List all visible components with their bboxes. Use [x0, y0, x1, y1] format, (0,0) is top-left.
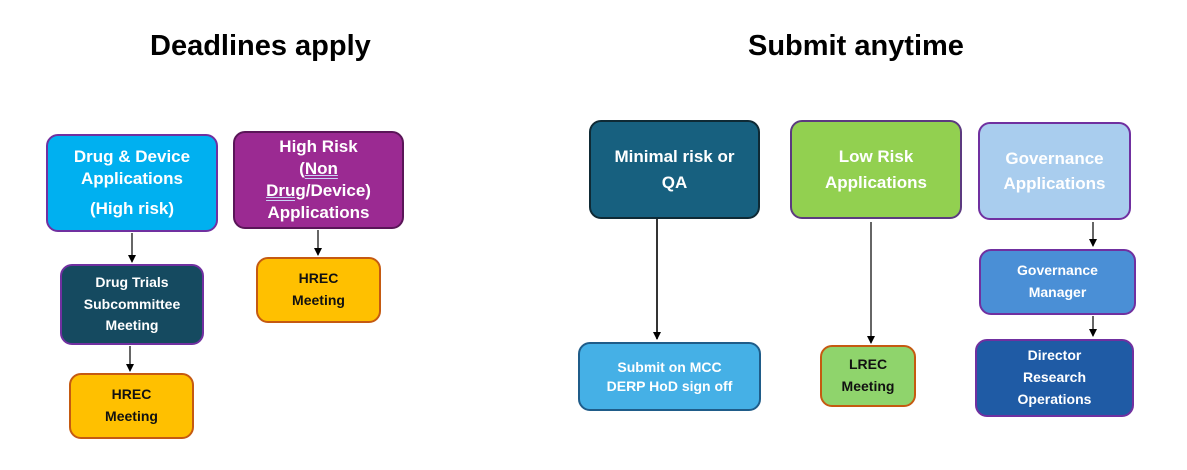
deadlines-apply-heading: Deadlines apply	[150, 30, 371, 62]
drug-trials-line1: Drug Trials	[95, 273, 169, 290]
director-line2: Research	[1022, 369, 1087, 386]
hrec-left-line1: HREC	[111, 386, 152, 403]
low-risk-line1: Low Risk	[838, 147, 914, 166]
governance-line2: Applications	[1003, 174, 1106, 193]
high-risk-line2: (Non	[299, 158, 338, 180]
high-risk-line4: Applications	[267, 203, 370, 223]
lrec-line1: LREC	[848, 356, 888, 373]
submit-mcc-line1: Submit on MCC	[617, 358, 722, 375]
drug-device-applications-box: Drug & Device Applications (High risk)	[46, 134, 218, 232]
director-research-operations-box: Director Research Operations	[975, 339, 1134, 417]
drug-device-line3: (High risk)	[89, 199, 175, 219]
high-risk-applications-box: High Risk (Non Drug/Device) Applications	[233, 131, 404, 229]
lrec-meeting-box: LREC Meeting	[820, 345, 916, 407]
high-risk-device-text: /Device)	[305, 181, 371, 200]
high-risk-non-text: Non	[304, 158, 338, 178]
governance-line1: Governance	[1005, 148, 1104, 168]
low-risk-line2: Applications	[824, 172, 927, 192]
hrec-meeting-box-drug: HREC Meeting	[69, 373, 194, 439]
high-risk-drug-text: Drug	[266, 181, 306, 200]
minimal-line1: Minimal risk or	[614, 147, 735, 166]
minimal-risk-qa-box: Minimal risk or QA	[589, 120, 760, 219]
hrec-left-line2: Meeting	[105, 408, 158, 424]
drug-trials-subcommittee-box: Drug Trials Subcommittee Meeting	[60, 264, 204, 345]
governance-applications-box: Governance Applications	[978, 122, 1131, 220]
gov-manager-line2: Manager	[1028, 284, 1087, 300]
director-line3: Operations	[1017, 390, 1092, 407]
high-risk-line1: High Risk	[279, 136, 358, 156]
drug-device-line2: Applications	[80, 168, 183, 188]
director-line1: Director	[1027, 347, 1082, 364]
minimal-line2: QA	[661, 172, 688, 192]
submit-anytime-heading: Submit anytime	[748, 30, 964, 62]
hrec-right-line1: HREC	[298, 270, 339, 287]
gov-manager-line1: Governance	[1017, 262, 1098, 279]
hrec-meeting-box-high-risk: HREC Meeting	[256, 257, 381, 323]
submit-on-mcc-box: Submit on MCC DERP HoD sign off	[578, 342, 761, 411]
drug-device-line1: Drug & Device	[73, 146, 191, 166]
lrec-line2: Meeting	[841, 378, 895, 394]
submit-mcc-line2: DERP HoD sign off	[606, 377, 733, 394]
governance-manager-box: Governance Manager	[979, 249, 1136, 315]
low-risk-applications-box: Low Risk Applications	[790, 120, 962, 219]
drug-trials-line3: Meeting	[105, 317, 159, 334]
hrec-right-line2: Meeting	[292, 292, 345, 308]
high-risk-line2-open: (	[299, 158, 305, 178]
high-risk-line3: Drug/Device)	[266, 180, 371, 202]
drug-trials-line2: Subcommittee	[83, 295, 181, 312]
